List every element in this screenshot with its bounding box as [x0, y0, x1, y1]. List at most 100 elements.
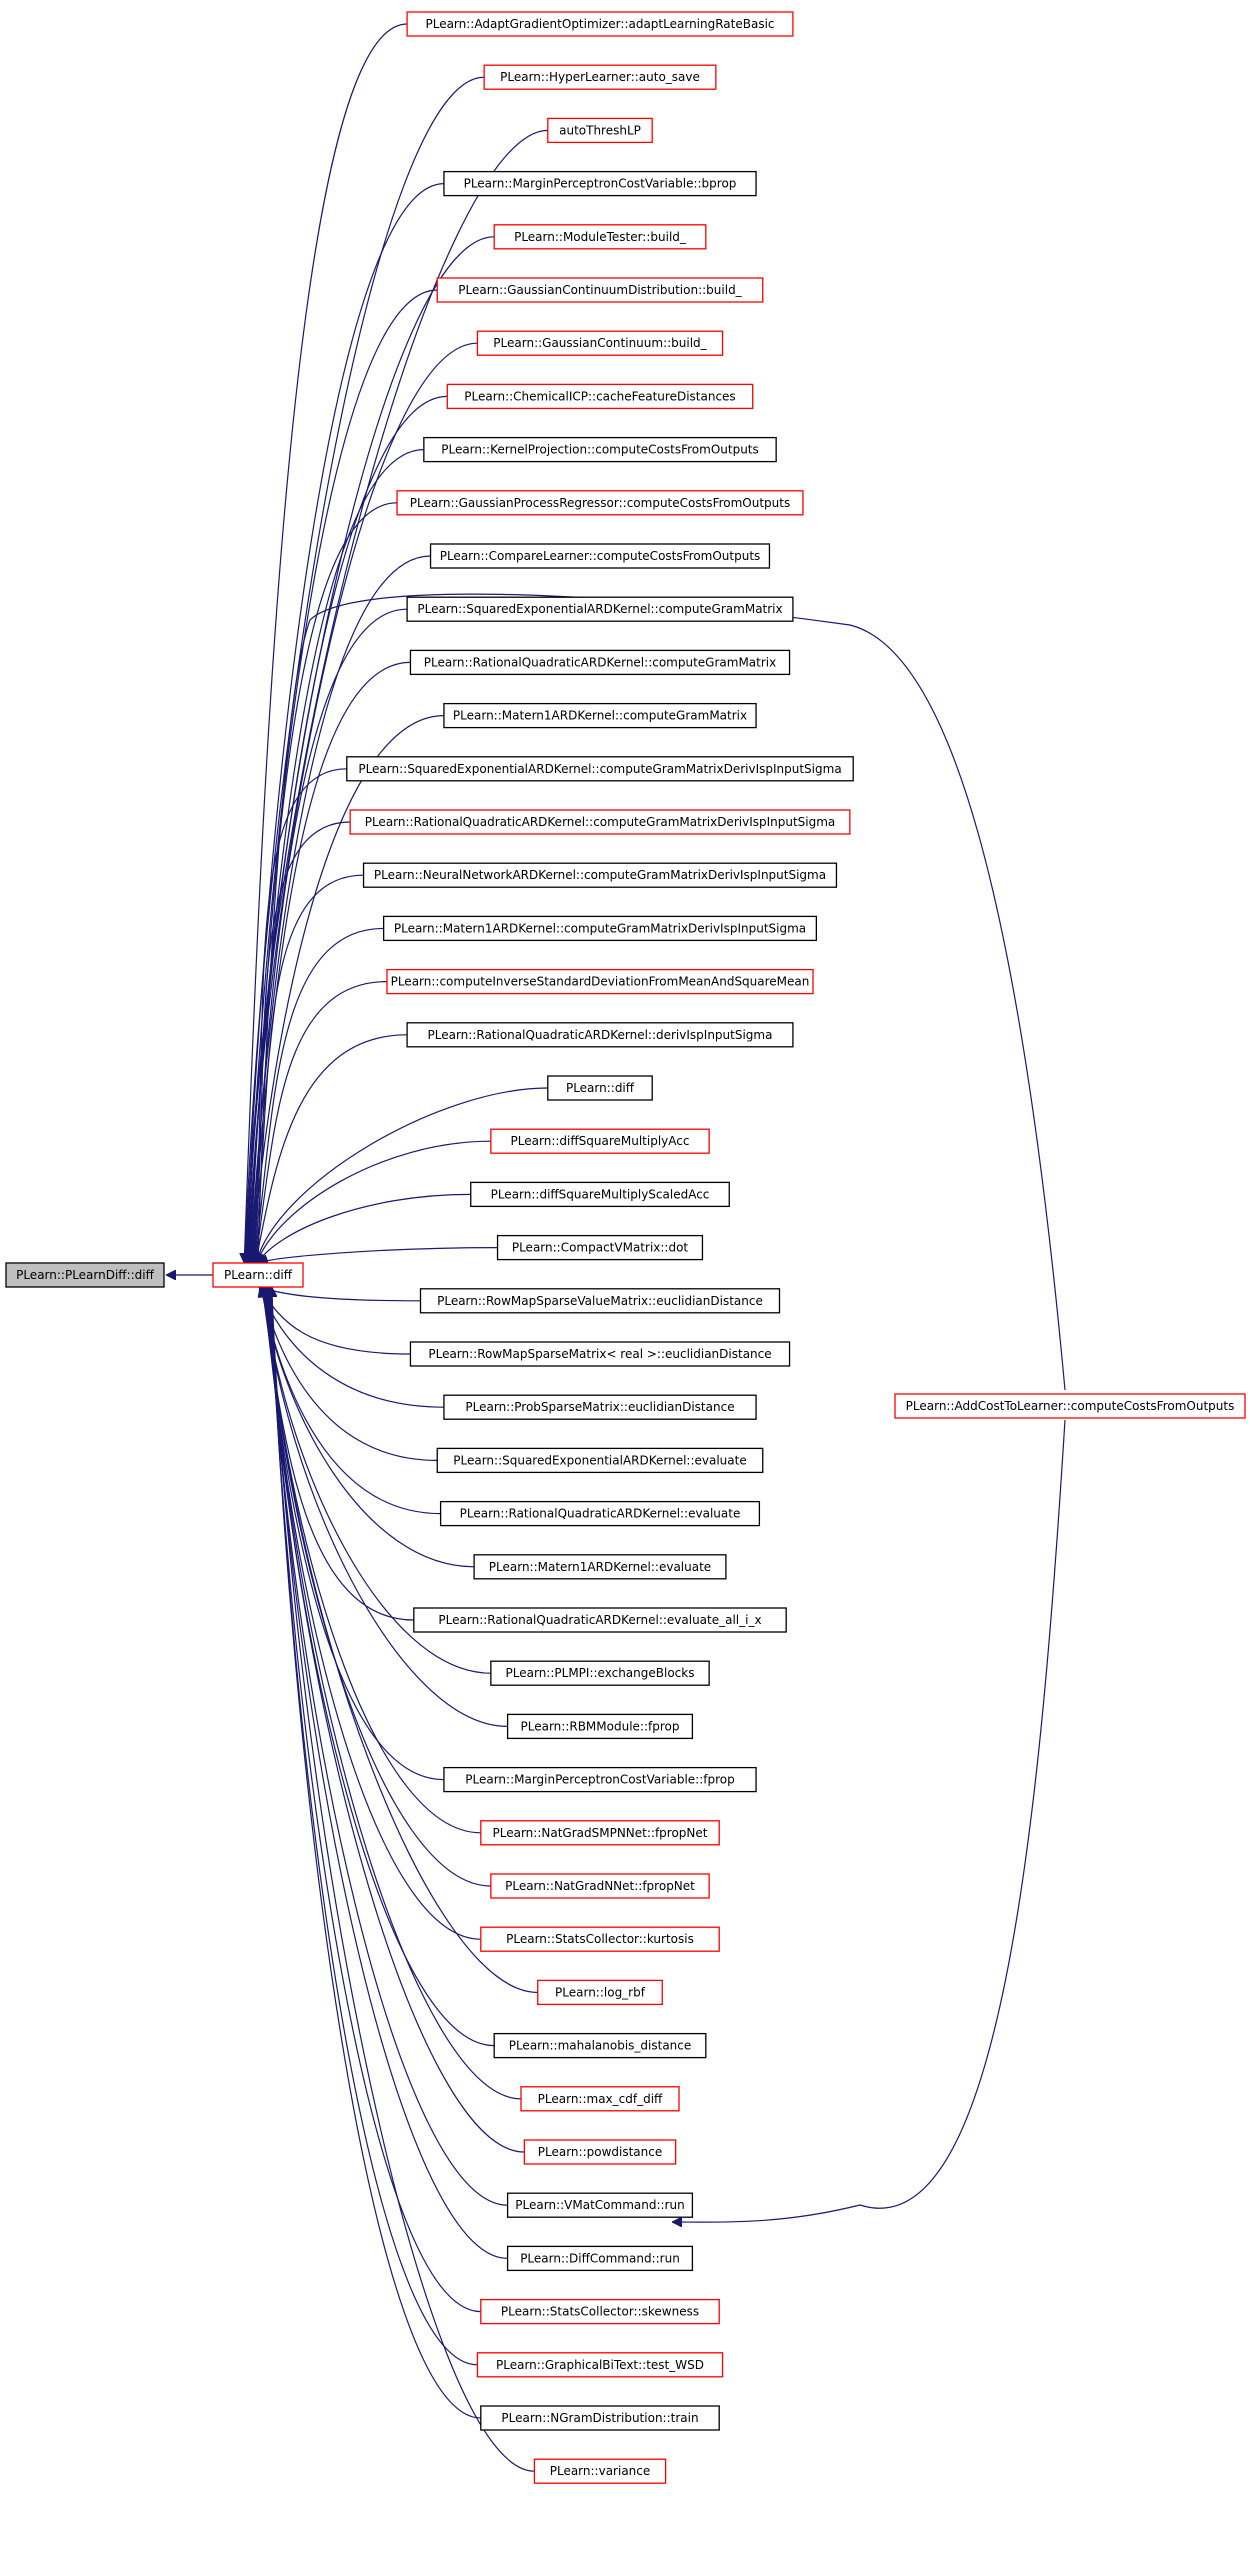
caller-edge	[246, 183, 444, 1263]
caller-node[interactable]: PLearn::Matern1ARDKernel::computeGramMat…	[382, 915, 818, 942]
caller-node-box	[406, 596, 794, 622]
caller-node-label: PLearn::KernelProjection::computeCostsFr…	[441, 443, 759, 457]
caller-node-box	[480, 1926, 720, 1952]
caller-node[interactable]: PLearn::PLMPI::exchangeBlocks	[490, 1660, 710, 1686]
caller-node[interactable]: PLearn::GaussianContinuum::build_	[476, 330, 724, 356]
caller-node[interactable]: PLearn::RationalQuadraticARDKernel::eval…	[413, 1607, 787, 1633]
caller-node-box	[419, 1288, 781, 1314]
caller-edges	[244, 23, 548, 2472]
caller-node[interactable]: PLearn::HyperLearner::auto_save	[483, 64, 717, 90]
caller-edge	[261, 1287, 441, 1515]
caller-node-label: PLearn::SquaredExponentialARDKernel::com…	[358, 762, 841, 776]
caller-node[interactable]: PLearn::RowMapSparseValueMatrix::euclidi…	[419, 1288, 781, 1314]
caller-node-label: autoThreshLP	[559, 123, 641, 137]
caller-node[interactable]: PLearn::max_cdf_diff	[520, 2086, 680, 2112]
caller-node-label: PLearn::RationalQuadraticARDKernel::comp…	[424, 655, 776, 669]
caller-node-label: PLearn::NeuralNetworkARDKernel::computeG…	[374, 868, 826, 882]
caller-node-box	[406, 1022, 794, 1048]
caller-node[interactable]: PLearn::VMatCommand::run	[506, 2192, 694, 2218]
caller-node-box	[443, 170, 757, 197]
caller-node-box	[396, 490, 804, 516]
caller-node-label: PLearn::PLMPI::exchangeBlocks	[506, 1666, 695, 1680]
caller-edge	[256, 1087, 548, 1263]
caller-node[interactable]: PLearn::diff	[547, 1075, 653, 1101]
caller-edge	[257, 1140, 491, 1263]
caller-node[interactable]: PLearn::RationalQuadraticARDKernel::comp…	[349, 809, 851, 835]
caller-node[interactable]: PLearn::mahalanobis_distance	[493, 2032, 707, 2059]
caller-node-box	[506, 2245, 694, 2272]
caller-node-label: PLearn::SquaredExponentialARDKernel::com…	[417, 602, 782, 616]
caller-node-box	[473, 1554, 727, 1580]
caller-node-label: PLearn::CompactVMatrix::dot	[512, 1241, 689, 1255]
caller-node[interactable]: PLearn::GaussianContinuumDistribution::b…	[436, 277, 764, 303]
caller-node[interactable]: PLearn::CompactVMatrix::dot	[496, 1234, 704, 1261]
caller-node-label: PLearn::VMatCommand::run	[515, 2198, 684, 2212]
caller-node-box	[506, 1713, 694, 1740]
caller-node[interactable]: PLearn::NatGradNNet::fpropNet	[490, 1873, 710, 1899]
caller-node[interactable]: PLearn::DiffCommand::run	[506, 2245, 694, 2272]
caller-node-box	[443, 1766, 757, 1793]
caller-node[interactable]: PLearn::Matern1ARDKernel::computeGramMat…	[443, 702, 757, 729]
caller-node[interactable]: PLearn::RationalQuadraticARDKernel::eval…	[439, 1500, 761, 1527]
caller-node[interactable]: PLearn::computeInverseStandardDeviationF…	[386, 968, 814, 995]
caller-node-box	[423, 436, 777, 463]
caller-node[interactable]: PLearn::NGramDistribution::train	[480, 2405, 720, 2431]
caller-node-box	[429, 543, 771, 569]
caller-node[interactable]: PLearn::Matern1ARDKernel::evaluate	[473, 1554, 727, 1580]
caller-node-label: PLearn::mahalanobis_distance	[509, 2039, 692, 2053]
caller-edge	[271, 1287, 481, 2419]
caller-node-label: PLearn::RowMapSparseValueMatrix::euclidi…	[437, 1294, 763, 1308]
caller-node[interactable]: PLearn::MarginPerceptronCostVariable::fp…	[443, 1766, 757, 1793]
caller-edge	[244, 23, 408, 1263]
caller-node[interactable]: PLearn::StatsCollector::kurtosis	[480, 1926, 720, 1952]
caller-node[interactable]: PLearn::ChemicalICP::cacheFeatureDistanc…	[446, 383, 754, 410]
caller-node[interactable]: PLearn::ModuleTester::build_	[493, 224, 707, 250]
caller-node-label: PLearn::CompareLearner::computeCostsFrom…	[440, 549, 761, 563]
caller-node[interactable]: PLearn::StatsCollector::skewness	[480, 2298, 720, 2325]
caller-node[interactable]: PLearn::SquaredExponentialARDKernel::com…	[346, 756, 854, 782]
caller-node[interactable]: PLearn::powdistance	[523, 2139, 677, 2165]
caller-node-label: PLearn::StatsCollector::skewness	[501, 2305, 699, 2319]
caller-node[interactable]: PLearn::GaussianProcessRegressor::comput…	[396, 490, 804, 516]
caller-node[interactable]: PLearn::AdaptGradientOptimizer::adaptLea…	[406, 11, 794, 37]
caller-node-box	[506, 2192, 694, 2218]
caller-node[interactable]: PLearn::diffSquareMultiplyAcc	[490, 1128, 710, 1154]
caller-node-box	[443, 702, 757, 729]
caller-node-label: PLearn::variance	[550, 2464, 651, 2478]
caller-node-label: PLearn::ChemicalICP::cacheFeatureDistanc…	[464, 389, 735, 403]
caller-node[interactable]: PLearn::SquaredExponentialARDKernel::com…	[406, 596, 794, 622]
caller-node-box	[520, 2086, 680, 2112]
center-node[interactable]: PLearn::diff	[212, 1262, 304, 1288]
far-caller-node[interactable]: PLearn::AddCostToLearner::computeCostsFr…	[894, 1393, 1246, 1419]
root-node[interactable]: PLearn::PLearnDiff::diff	[5, 1262, 165, 1288]
caller-edge	[253, 768, 347, 1263]
caller-node[interactable]: PLearn::variance	[533, 2458, 667, 2484]
caller-node[interactable]: PLearn::diffSquareMultiplyScaledAcc	[470, 1181, 730, 1208]
caller-edge	[254, 927, 384, 1263]
caller-node-label: PLearn::DiffCommand::run	[520, 2251, 680, 2265]
caller-node[interactable]: PLearn::RationalQuadraticARDKernel::comp…	[409, 649, 791, 676]
caller-node[interactable]: PLearn::NatGradSMPNNet::fpropNet	[480, 1820, 720, 1846]
caller-node-box	[409, 649, 791, 676]
caller-node-box	[476, 2352, 724, 2378]
caller-node-box	[480, 1820, 720, 1846]
caller-node[interactable]: PLearn::GraphicalBiText::test_WSD	[476, 2352, 724, 2378]
caller-node[interactable]: PLearn::CompareLearner::computeCostsFrom…	[429, 543, 771, 569]
caller-node[interactable]: PLearn::ProbSparseMatrix::euclidianDista…	[443, 1394, 757, 1420]
caller-node[interactable]: PLearn::RBMModule::fprop	[506, 1713, 694, 1740]
caller-node[interactable]: PLearn::log_rbf	[537, 1979, 663, 2006]
caller-node[interactable]: PLearn::RowMapSparseMatrix< real >::eucl…	[409, 1341, 791, 1367]
caller-node[interactable]: PLearn::NeuralNetworkARDKernel::computeG…	[362, 862, 838, 888]
caller-edge	[260, 1287, 438, 1461]
caller-node[interactable]: PLearn::RationalQuadraticARDKernel::deri…	[406, 1022, 794, 1048]
caller-edge	[250, 502, 398, 1263]
caller-node[interactable]: PLearn::SquaredExponentialARDKernel::eva…	[436, 1447, 764, 1474]
caller-node-box	[480, 2298, 720, 2325]
caller-node[interactable]: PLearn::MarginPerceptronCostVariable::bp…	[443, 170, 757, 197]
caller-node-label: PLearn::RationalQuadraticARDKernel::eval…	[438, 1613, 761, 1627]
caller-node-label: PLearn::log_rbf	[555, 1985, 646, 1999]
caller-node[interactable]: autoThreshLP	[547, 117, 653, 144]
caller-node[interactable]: PLearn::KernelProjection::computeCostsFr…	[423, 436, 777, 463]
caller-node-label: PLearn::RowMapSparseMatrix< real >::eucl…	[428, 1347, 771, 1361]
